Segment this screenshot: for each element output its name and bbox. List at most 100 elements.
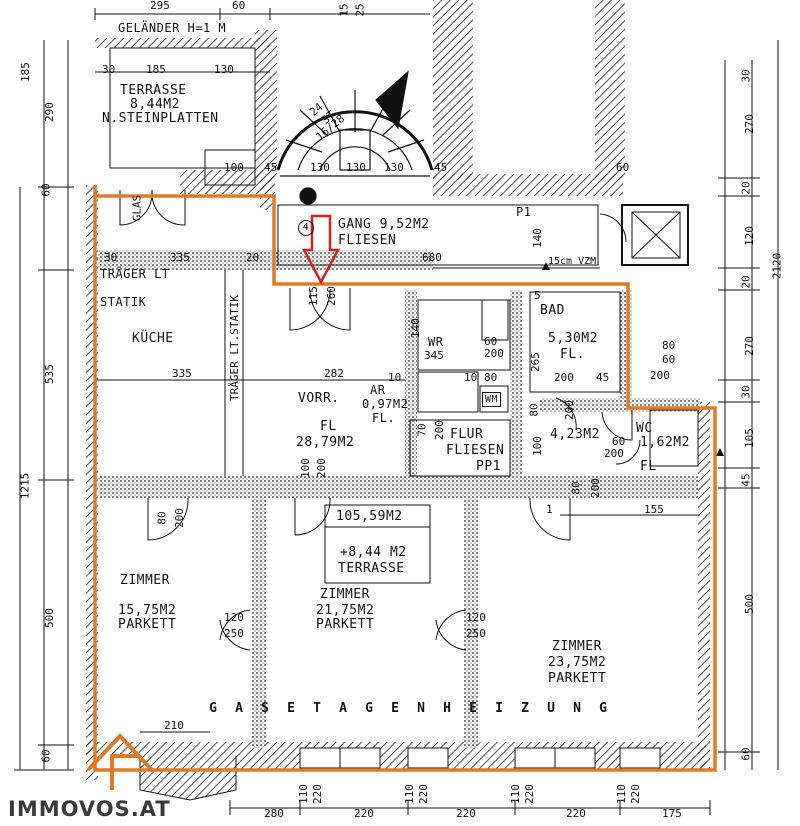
dim-45a: 45: [264, 161, 278, 174]
terrace-floor: N.STEINPLATTEN: [102, 111, 219, 126]
toilet-room-label: WR: [428, 335, 444, 349]
gang-number-badge: 4: [298, 220, 314, 236]
dim-wr-345: 345: [424, 349, 444, 362]
room1-area: 15,75M2: [118, 603, 177, 618]
dim-right-270a: 270: [742, 114, 756, 134]
dim-right-120: 120: [742, 226, 756, 246]
floor-heating-letter: A: [339, 701, 347, 716]
beam-vertical-label: TRÄGER LT.STATIK: [228, 295, 241, 401]
hall-area: 28,79M2: [296, 435, 355, 450]
corridor-label: GANG 9,52M2: [338, 217, 430, 232]
dim-z-100: 100: [298, 458, 312, 478]
statik-label: STATIK: [100, 295, 147, 309]
dim-c-100: 100: [530, 436, 544, 456]
dim-bot-220d: 220: [456, 807, 476, 820]
dim-30: 30: [102, 63, 116, 76]
dim-z-200: 200: [172, 508, 186, 528]
storage-floor: FL.: [372, 411, 396, 425]
total-area: 105,59M2: [336, 509, 403, 524]
dim-bot-220a: 220: [310, 784, 324, 804]
dim-top-15: 15: [337, 3, 351, 17]
dim-115: 115: [306, 286, 320, 306]
beam-label: TRÄGER LT: [100, 267, 170, 281]
kitchen-label: KÜCHE: [132, 331, 174, 346]
floor-heating-letter: H: [443, 701, 451, 716]
dim-10a: 10: [388, 371, 402, 384]
dim-bot-110b: 110: [402, 784, 416, 804]
dim-right-270b: 270: [742, 336, 756, 356]
dim-left-1215: 1215: [18, 472, 32, 500]
spiral-staircase: [276, 70, 434, 205]
dim-z-80: 80: [155, 511, 169, 525]
bathroom-area: 5,30M2: [548, 331, 598, 346]
dim-right-2120: 2120: [770, 252, 784, 280]
floor-heating-letter: G: [599, 701, 607, 716]
dim-wr-60: 60: [484, 335, 498, 348]
interior-lines: [98, 47, 699, 584]
dim-left-535: 535: [42, 364, 56, 384]
room3-label: ZIMMER: [552, 639, 602, 654]
dim-z-155: 155: [644, 503, 664, 516]
bathroom-floor: FL.: [560, 347, 585, 362]
hall-floor: FL: [320, 419, 337, 434]
dim-right-30: 30: [739, 69, 753, 83]
dim-k-30: 30: [104, 251, 118, 264]
room2-label: ZIMMER: [320, 587, 370, 602]
dim-right-500: 500: [742, 594, 756, 614]
dim-80: 80: [484, 371, 498, 384]
dim-c-70: 70: [415, 423, 429, 437]
dim-gang-680: 680: [422, 251, 442, 264]
dim-right-45: 45: [739, 473, 753, 487]
property-outline: [93, 185, 717, 772]
dim-r-200: 200: [650, 369, 670, 382]
dim-right-60b: 60: [739, 747, 753, 761]
dim-wr-140: 140: [408, 318, 422, 338]
wc-label: WC: [636, 421, 653, 436]
room2-floor: PARKETT: [316, 617, 375, 632]
floor-heating-letter: S: [261, 701, 269, 716]
dim-right-20: 20: [739, 181, 753, 195]
dim-bay-210: 210: [164, 719, 184, 732]
dim-bot-220c: 220: [416, 784, 430, 804]
room3-area: 23,75M2: [548, 655, 607, 670]
room1-label: ZIMMER: [120, 573, 170, 588]
railing-label: GELÄNDER H=1 M: [118, 21, 227, 35]
dim-5: 5: [534, 289, 541, 302]
dim-bot-110a: 110: [296, 784, 310, 804]
hall-label: VORR.: [298, 391, 340, 406]
storage-label: AR: [370, 383, 386, 397]
brand-logo: IMMOVOS.AT: [8, 797, 171, 821]
dim-200: 200: [554, 371, 574, 384]
dim-left-290: 290: [42, 102, 56, 122]
dim-185: 185: [146, 63, 166, 76]
section-markers: [542, 262, 724, 456]
floor-heating-letter: U: [547, 701, 555, 716]
hallway-floor: FLIESEN: [446, 443, 505, 458]
floor-heating-letter: E: [469, 701, 477, 716]
dim-z-1: 1: [546, 503, 553, 516]
dim-door-120a: 120: [224, 611, 244, 624]
room1-floor: PARKETT: [118, 617, 177, 632]
floor-heating-letter: N: [573, 701, 581, 716]
dim-bot-220e: 220: [522, 784, 536, 804]
floor-heating-letter: T: [313, 701, 321, 716]
floor-heating-letter: I: [495, 701, 503, 716]
p1-label: P1: [516, 205, 532, 219]
dim-right-30b: 30: [739, 385, 753, 399]
floor-heating-letter: G: [365, 701, 373, 716]
dim-right-20b: 20: [739, 275, 753, 289]
dim-left-185: 185: [18, 62, 32, 82]
floor-heating-letter: G: [209, 701, 217, 716]
dim-c-80: 80: [527, 403, 541, 417]
dim-bot-110c: 110: [508, 784, 522, 804]
floor-heating-letter: Z: [521, 701, 529, 716]
dim-k-20: 20: [246, 251, 260, 264]
total-terrace-label: TERRASSE: [338, 561, 405, 576]
corridor-floor: FLIESEN: [338, 233, 397, 248]
dim-130a: 130: [310, 161, 330, 174]
dim-r-60: 60: [662, 353, 676, 366]
hallway-area: 4,23M2: [550, 427, 600, 442]
dim-60: 60: [616, 161, 630, 174]
dim-45: 45: [596, 371, 610, 384]
dim-door-120b: 120: [466, 611, 486, 624]
